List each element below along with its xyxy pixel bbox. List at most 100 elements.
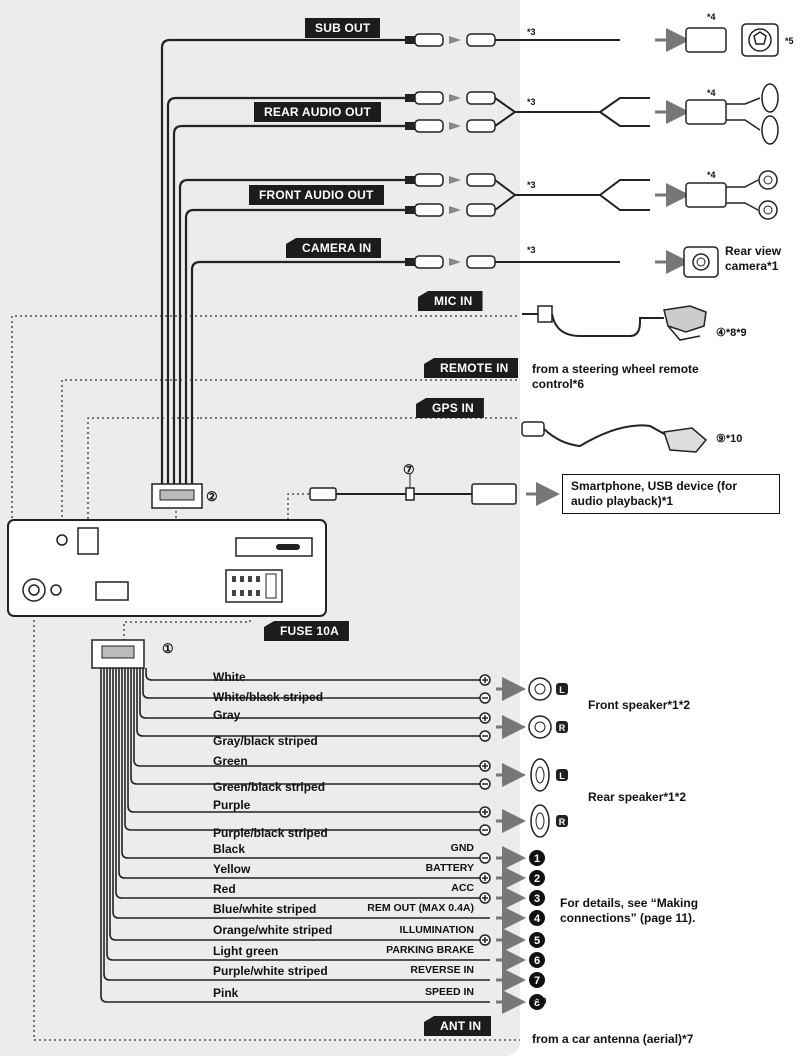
number-badge	[529, 870, 545, 886]
harness-wire	[124, 668, 490, 831]
rear-audio-out-tag: REAR AUDIO OUT	[254, 102, 382, 122]
wire-color-label: Purple/black striped	[213, 826, 328, 840]
steering-remote-label: from a steering wheel remote control*6	[532, 362, 699, 391]
details-note: For details, see “Making connections” (p…	[560, 896, 699, 925]
wire-color-label: Orange/white striped	[213, 923, 333, 937]
note-4: *4	[707, 12, 716, 22]
number-label: 6	[534, 955, 540, 967]
front-audio-out-tag: FRONT AUDIO OUT	[249, 185, 384, 205]
speaker-icon	[530, 804, 550, 838]
connector-1-label: ①	[162, 641, 174, 656]
channel-letter: L	[559, 685, 565, 695]
number-label: 4	[534, 913, 541, 925]
rear-speaker-label: Rear speaker*1*2	[588, 790, 687, 804]
wire-function-label: GND	[450, 842, 474, 854]
number-badge	[529, 850, 545, 866]
wire-color-label: Black	[213, 842, 246, 856]
wire-color-label: Gray/black striped	[213, 734, 318, 748]
harness-wire	[121, 668, 490, 859]
wire-color-label: Green/black striped	[213, 780, 326, 794]
number-badge	[529, 932, 545, 948]
number-badge	[529, 910, 545, 926]
channel-letter: R	[559, 723, 566, 733]
harness-wire	[106, 668, 490, 961]
wire-function-label: PARKING BRAKE	[386, 944, 474, 956]
channel-badge	[556, 721, 568, 733]
rear-view-camera-label: Rear view camera*1	[725, 244, 782, 273]
remote-in-tag: REMOTE IN	[424, 358, 519, 378]
wire-function-label: REM OUT (MAX 0.4A)	[367, 902, 474, 914]
channel-badge	[556, 683, 568, 695]
harness-wire	[145, 668, 490, 681]
wire-color-label: Purple	[213, 798, 251, 812]
rca-plugs	[405, 33, 620, 269]
harness-wire	[109, 668, 490, 941]
camera-in-tag: CAMERA IN	[286, 238, 382, 258]
channel-badge	[556, 769, 568, 781]
number-label: 2	[534, 873, 540, 885]
wire-color-label: Light green	[213, 944, 279, 958]
number-badge	[529, 890, 545, 906]
harness-wire	[118, 668, 490, 879]
wire-color-label: Green	[213, 754, 248, 768]
number-badge	[529, 952, 545, 968]
note-3: *3	[527, 97, 536, 107]
rca-cable-bundle	[160, 38, 405, 484]
harness-wire	[133, 668, 490, 767]
front-speaker-label: Front speaker*1*2	[588, 698, 691, 712]
harness-wire	[100, 668, 490, 1003]
wire-function-label: ILLUMINATION	[399, 924, 474, 936]
y-cables	[494, 97, 650, 211]
head-unit	[7, 519, 327, 617]
note-3: *3	[527, 27, 536, 37]
amplifier-connections	[655, 23, 779, 278]
cable-7-label: ⑦	[403, 462, 415, 477]
wire-function-label: SPEED IN	[424, 986, 474, 998]
number-label: 5	[534, 935, 540, 947]
gps-cable	[521, 421, 708, 453]
wire-color-label: White	[213, 670, 246, 684]
note-4: *4	[707, 170, 716, 180]
number-label: 3	[534, 893, 540, 905]
gps-ref-note: ⑨*10	[716, 433, 743, 445]
wire-color-label: Red	[213, 882, 236, 896]
wire-function-label: BATTERY	[425, 862, 474, 874]
harness-wire	[139, 668, 490, 719]
speaker-icon	[534, 721, 546, 733]
speaker-icon	[534, 683, 546, 695]
number-badge	[529, 994, 545, 1010]
harness-wire	[130, 668, 490, 785]
channel-letter: L	[559, 771, 565, 781]
harness-wire	[103, 668, 490, 981]
connector-2	[151, 483, 203, 509]
number-badge	[529, 972, 545, 988]
usb-cable	[309, 474, 560, 506]
number-label: 8	[534, 997, 540, 1009]
harness-wire	[136, 668, 490, 737]
smartphone-box: Smartphone, USB device (for audio playba…	[562, 474, 780, 514]
harness-wire	[115, 668, 490, 899]
mic-in-tag: MIC IN	[418, 291, 483, 311]
connector-2-label: ②	[206, 489, 218, 504]
channel-badge	[556, 815, 568, 827]
speaker-icon	[535, 766, 545, 784]
harness-wire	[127, 668, 490, 813]
number-label: 7	[534, 975, 540, 987]
mic-cable	[522, 305, 707, 341]
wire-function-label: ACC	[451, 882, 474, 894]
speaker-icon	[528, 715, 552, 739]
mic-ref-note: ④*8*9	[716, 327, 747, 339]
fuse-tag: FUSE 10A	[264, 621, 349, 641]
harness-wire	[112, 668, 490, 919]
number-label: 1	[534, 853, 540, 865]
ant-in-tag: ANT IN	[424, 1016, 492, 1036]
note-10: *10	[533, 996, 547, 1006]
wire-color-label: Gray	[213, 708, 241, 722]
harness-wire	[142, 668, 490, 699]
wire-color-label: Blue/white striped	[213, 902, 317, 916]
gps-in-tag: GPS IN	[416, 398, 484, 418]
wire-color-label: Purple/white striped	[213, 964, 328, 978]
